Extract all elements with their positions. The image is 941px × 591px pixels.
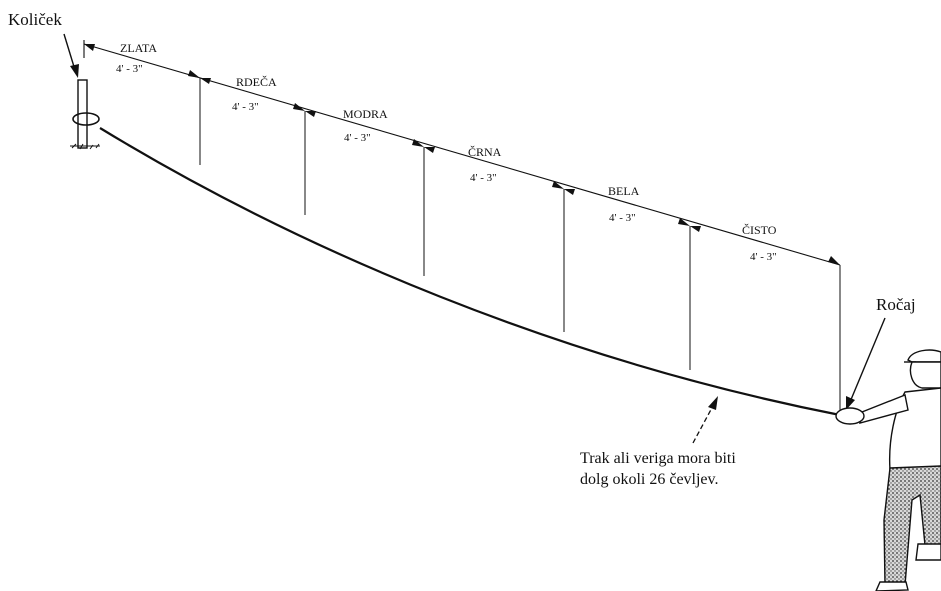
- segment-color-label: ZLATA: [120, 41, 157, 55]
- vertical-guides: [199, 78, 841, 412]
- segment-color-label: ČRNA: [468, 145, 502, 159]
- stake-pointer-arrow: [63, 33, 79, 78]
- caption-pointer-arrow: [692, 396, 718, 444]
- segment-length-label: 4' - 3": [750, 251, 777, 263]
- segment-length-label: 4' - 3": [116, 63, 143, 75]
- segment-length-label: 4' - 3": [232, 101, 259, 113]
- handle-label: Ročaj: [876, 295, 916, 314]
- rope: [99, 127, 841, 417]
- segment-color-label: ČISTO: [742, 223, 777, 237]
- segment-color-label: RDEČA: [236, 75, 277, 89]
- segment-color-label: MODRA: [343, 107, 388, 121]
- stake-label: Količek: [8, 10, 62, 29]
- segment-color-label: BELA: [608, 184, 640, 198]
- caption: Trak ali veriga mora biti dolg okoli 26 …: [580, 448, 736, 490]
- caption-line-2: dolg okoli 26 čevljev.: [580, 471, 719, 488]
- dimension-line: [83, 40, 841, 266]
- person-figure: [835, 349, 941, 591]
- division-markers: [188, 70, 701, 232]
- stake: [70, 79, 100, 150]
- segment-length-label: 4' - 3": [344, 132, 371, 144]
- segment-length-label: 4' - 3": [609, 212, 636, 224]
- segment-labels: ZLATA 4' - 3" RDEČA 4' - 3" MODRA 4' - 3…: [116, 41, 777, 263]
- segment-length-label: 4' - 3": [470, 172, 497, 184]
- caption-line-1: Trak ali veriga mora biti: [580, 450, 736, 467]
- handle-pointer-arrow: [846, 317, 886, 410]
